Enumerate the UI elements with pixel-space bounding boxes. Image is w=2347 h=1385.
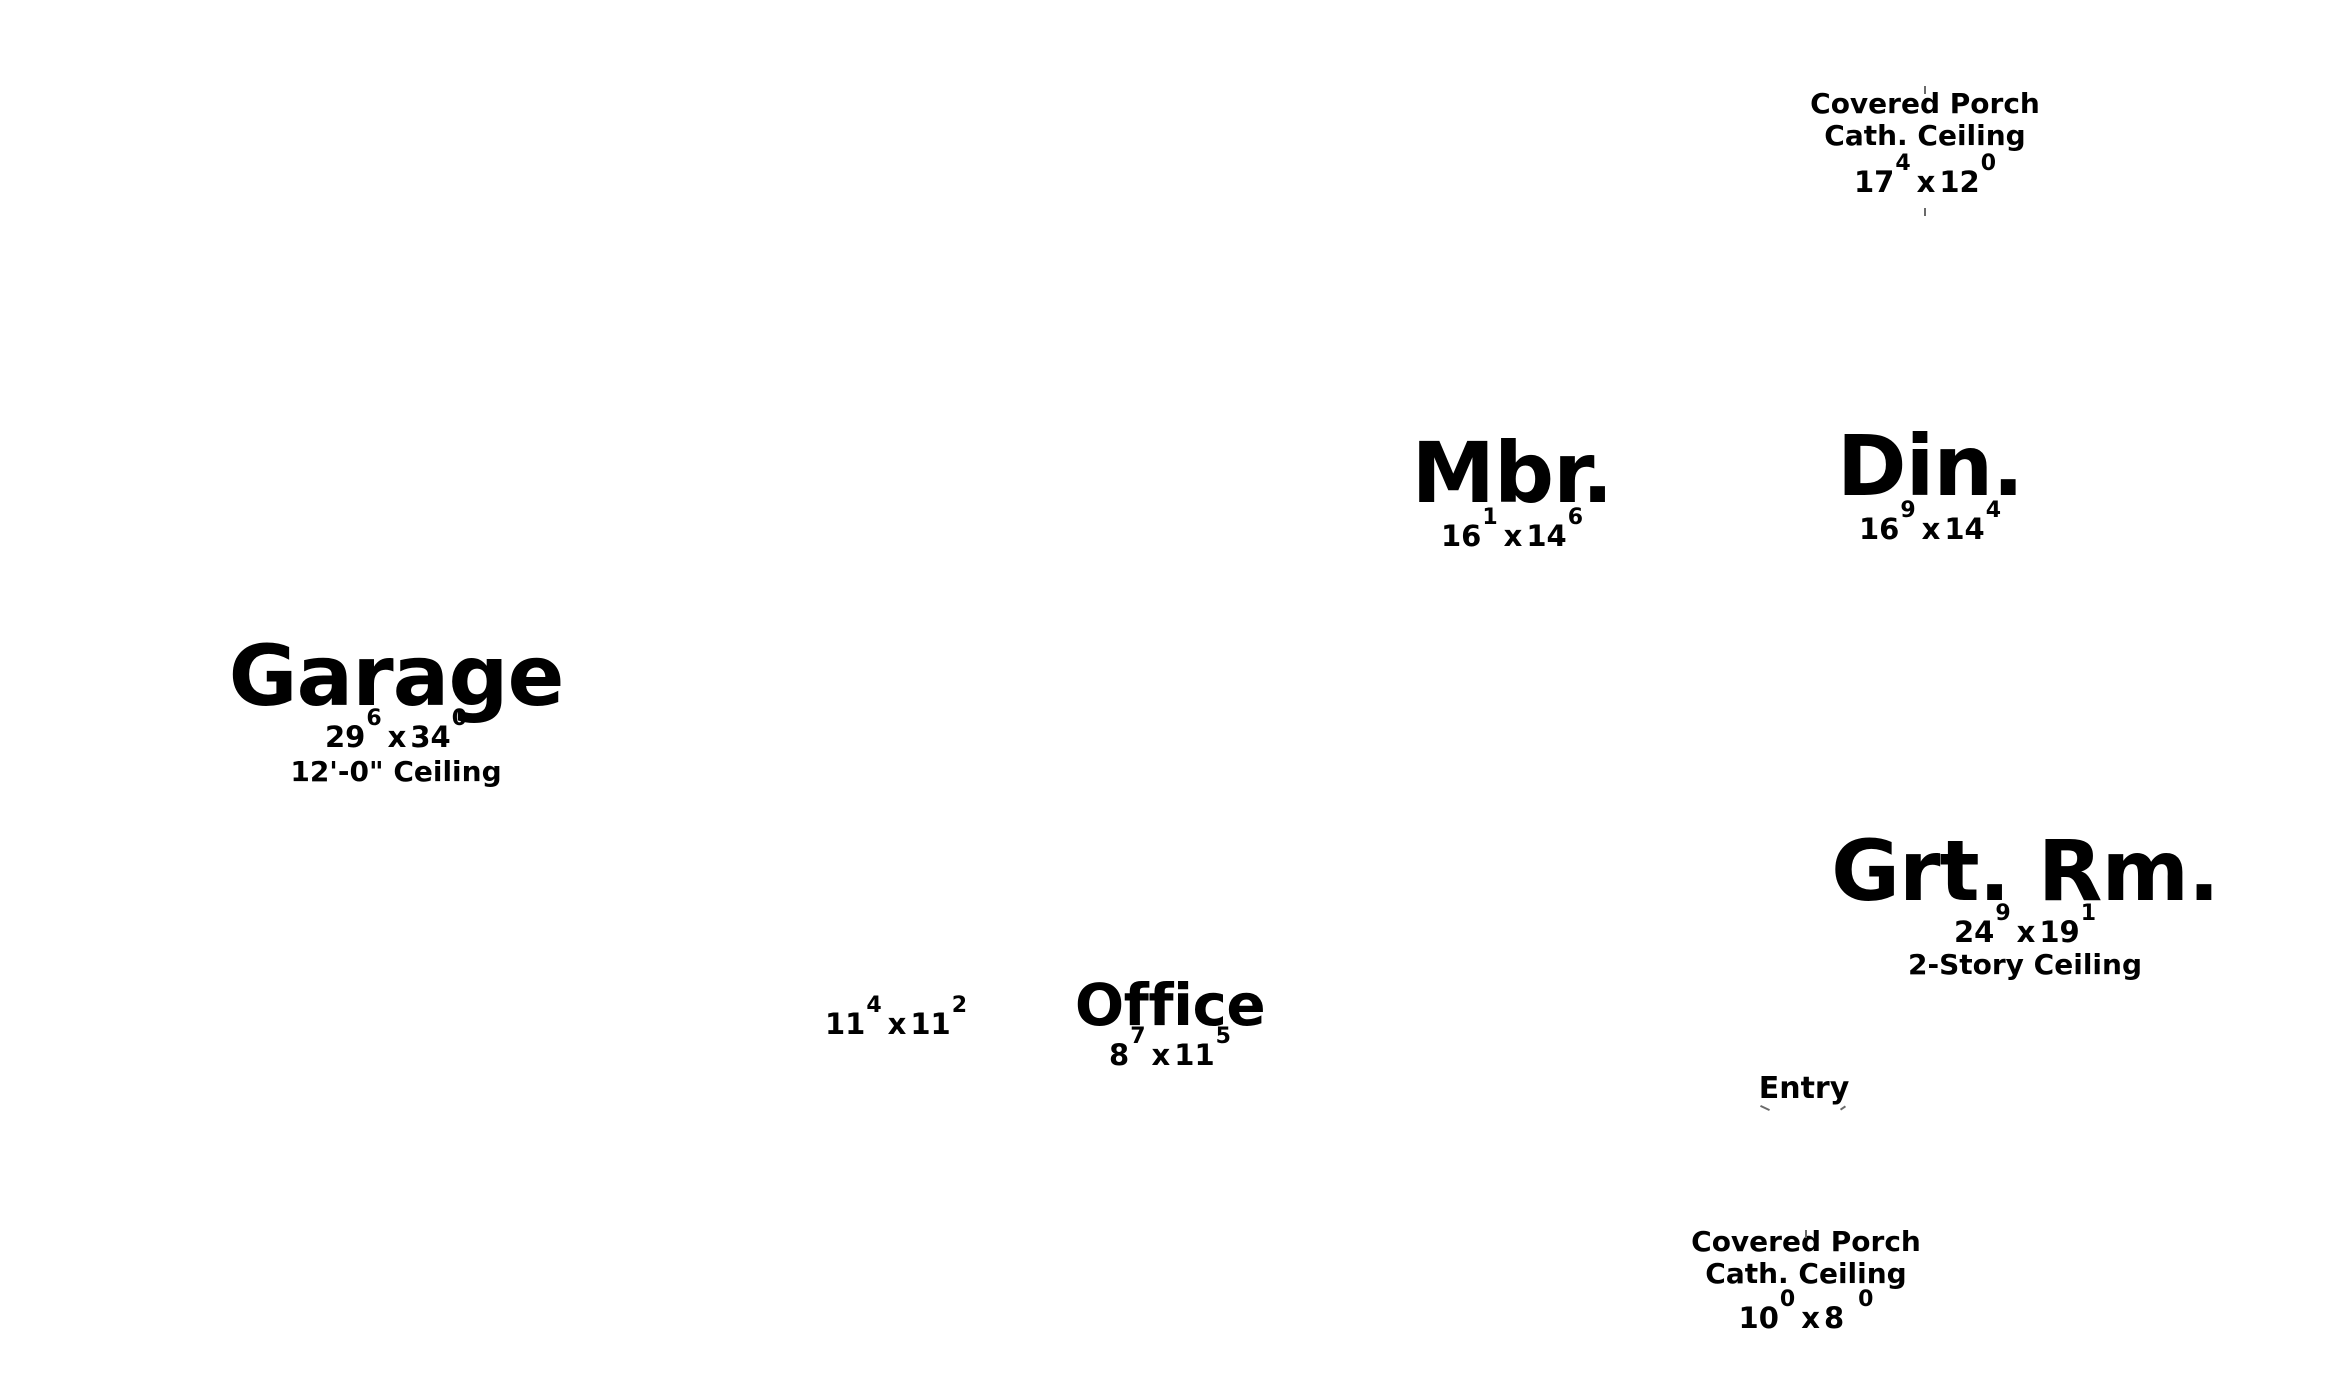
- entry-label: Entry: [1758, 1071, 1850, 1107]
- garage-name: Garage: [228, 627, 565, 725]
- great-room-ceiling-note: 2-Story Ceiling: [1907, 947, 2142, 981]
- great-room-name: Grt. Rm.: [1831, 822, 2220, 920]
- din-name: Din.: [1836, 417, 2024, 515]
- porch-top-tick-upper: [1924, 86, 1926, 94]
- office-name: Office: [1074, 971, 1266, 1039]
- entry-name: Entry: [1758, 1071, 1850, 1106]
- garage-ceiling-note: 12'-0" Ceiling: [290, 754, 502, 788]
- covered-porch-bottom-ceiling: Cath. Ceiling: [1705, 1257, 1907, 1291]
- mbr-name: Mbr.: [1411, 424, 1613, 522]
- covered-porch-top-ceiling: Cath. Ceiling: [1824, 119, 2026, 153]
- porch-bottom-tick: [1805, 1230, 1807, 1238]
- porch-top-tick-lower: [1924, 208, 1926, 216]
